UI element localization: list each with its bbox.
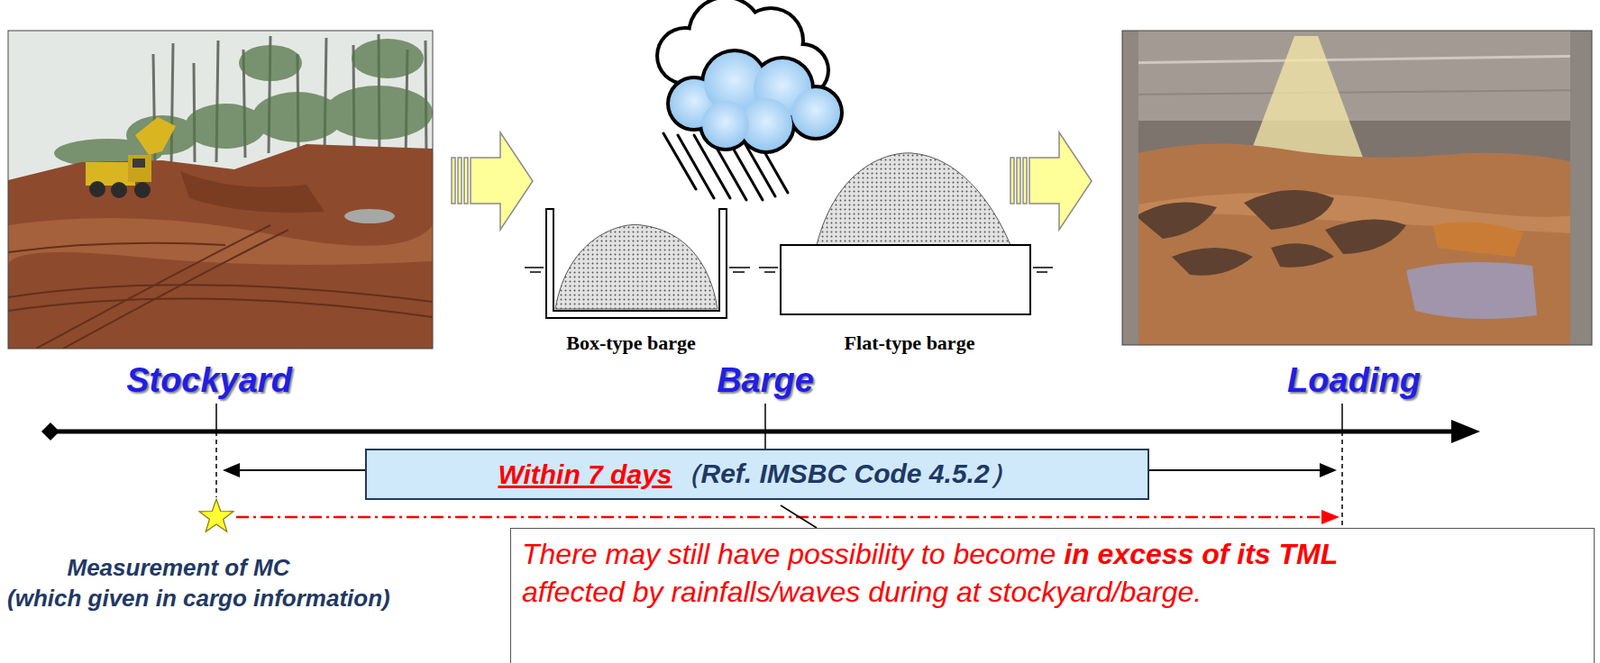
moisture-exposure-arrow xyxy=(1321,510,1340,525)
flow-arrow xyxy=(457,157,462,204)
stockyard-photo xyxy=(128,155,152,183)
box-barge xyxy=(546,209,727,319)
timeline xyxy=(41,420,1481,444)
flow-arrow xyxy=(464,157,468,204)
measurement-note: Measurement of MC xyxy=(66,554,290,583)
flow-arrow xyxy=(451,157,456,204)
stockyard-photo xyxy=(324,85,433,140)
tick-lines xyxy=(1341,403,1344,432)
stockyard-photo xyxy=(184,103,266,149)
tick-lines xyxy=(215,403,218,432)
box-text: Within 7 days xyxy=(497,459,672,491)
range-arrow xyxy=(222,463,240,478)
timeline xyxy=(41,422,60,441)
tick-lines xyxy=(215,431,218,498)
loading-photo xyxy=(1122,30,1592,346)
stockyard-photo xyxy=(110,182,128,199)
flat-barge xyxy=(816,153,1011,246)
stockyard-photo xyxy=(180,171,325,213)
box-barge xyxy=(524,209,750,319)
box-text: （Ref. IMSBC Code 4.5.2） xyxy=(674,456,1017,494)
stockyard-photo xyxy=(89,181,106,198)
range-box: Within 7 days（Ref. IMSBC Code 4.5.2） xyxy=(365,448,1150,501)
stockyard-photo xyxy=(8,225,433,349)
flow-arrow xyxy=(451,132,533,230)
box-barge xyxy=(530,271,541,274)
barge-type-label: Flat-type barge xyxy=(844,331,976,356)
loading-photo xyxy=(1406,262,1537,320)
stockyard-photo xyxy=(135,117,176,156)
loading-photo xyxy=(1122,30,1592,121)
stockyard-photo xyxy=(8,218,433,271)
loading-photo xyxy=(1433,221,1524,257)
stockyard-photo xyxy=(344,209,395,224)
loading-photo xyxy=(1122,55,1592,64)
loading-photo xyxy=(1570,30,1592,346)
box-text: in excess of its TML xyxy=(1063,538,1338,571)
stockyard-photo xyxy=(132,158,146,168)
moisture-exposure-arrow xyxy=(236,510,1340,525)
stockyard-photo xyxy=(238,45,302,82)
box-barge xyxy=(555,224,718,310)
measurement-note: (which given in cargo information) xyxy=(7,585,391,613)
flat-barge xyxy=(1036,271,1048,274)
loading-photo xyxy=(1122,30,1139,346)
loading-photo xyxy=(1243,190,1335,230)
stage-label: Barge xyxy=(716,361,814,401)
stockyard-photo xyxy=(8,299,433,318)
warning-callout: There may still have possibility to beco… xyxy=(510,528,1595,663)
stockyard-photo xyxy=(351,38,424,79)
stockyard-photo xyxy=(85,162,136,186)
moisture-exposure-arrow xyxy=(236,516,1324,520)
callout-leader xyxy=(780,505,817,529)
stockyard-photo xyxy=(8,144,433,349)
loading-photo xyxy=(1122,143,1592,346)
stockyard-photo xyxy=(134,182,151,199)
tick-lines xyxy=(216,403,1343,541)
rain-cloud xyxy=(791,88,841,138)
box-text: affected by rainfalls/waves during at st… xyxy=(521,574,1583,613)
tick-lines xyxy=(764,403,767,449)
stage-label: Stockyard xyxy=(126,361,293,401)
box-barge xyxy=(729,266,750,269)
flow-arrow xyxy=(470,132,533,230)
tick-lines xyxy=(1341,431,1344,541)
stage-label: Loading xyxy=(1287,361,1421,401)
rain-cloud xyxy=(702,100,750,148)
box-barge xyxy=(524,267,750,273)
flow-arrow xyxy=(1010,132,1092,230)
range-arrow xyxy=(1319,463,1337,478)
barge-type-label: Box-type barge xyxy=(566,331,696,356)
stockyard-photo xyxy=(8,30,433,349)
rain-cloud xyxy=(669,52,841,151)
stockyard-photo xyxy=(8,243,226,253)
loading-photo xyxy=(1122,30,1592,346)
loading-photo xyxy=(1325,219,1407,255)
loading-photo xyxy=(1270,243,1335,268)
timeline xyxy=(1451,420,1481,444)
rain-cloud xyxy=(655,0,844,201)
loading-photo xyxy=(1135,201,1217,239)
stockyard-photo xyxy=(63,229,289,349)
flat-barge xyxy=(1033,266,1053,269)
flat-barge xyxy=(780,245,1031,315)
box-barge xyxy=(732,271,745,274)
box-barge xyxy=(524,266,544,269)
measurement-star xyxy=(199,499,234,532)
flat-barge xyxy=(758,267,1053,273)
rain-cloud xyxy=(666,48,844,155)
timeline xyxy=(54,429,1457,435)
flat-barge xyxy=(758,153,1053,315)
loading-photo xyxy=(1122,90,1592,95)
loading-photo xyxy=(1171,247,1253,276)
photo-frame xyxy=(8,30,433,349)
photo-frame xyxy=(1122,30,1592,346)
box-text: There may still have possibility to beco… xyxy=(521,538,1056,571)
rain-cloud xyxy=(663,133,696,190)
loading-photo xyxy=(1135,190,1407,276)
flat-barge xyxy=(764,271,776,274)
stockyard-photo xyxy=(8,30,433,349)
flat-barge xyxy=(758,266,778,269)
